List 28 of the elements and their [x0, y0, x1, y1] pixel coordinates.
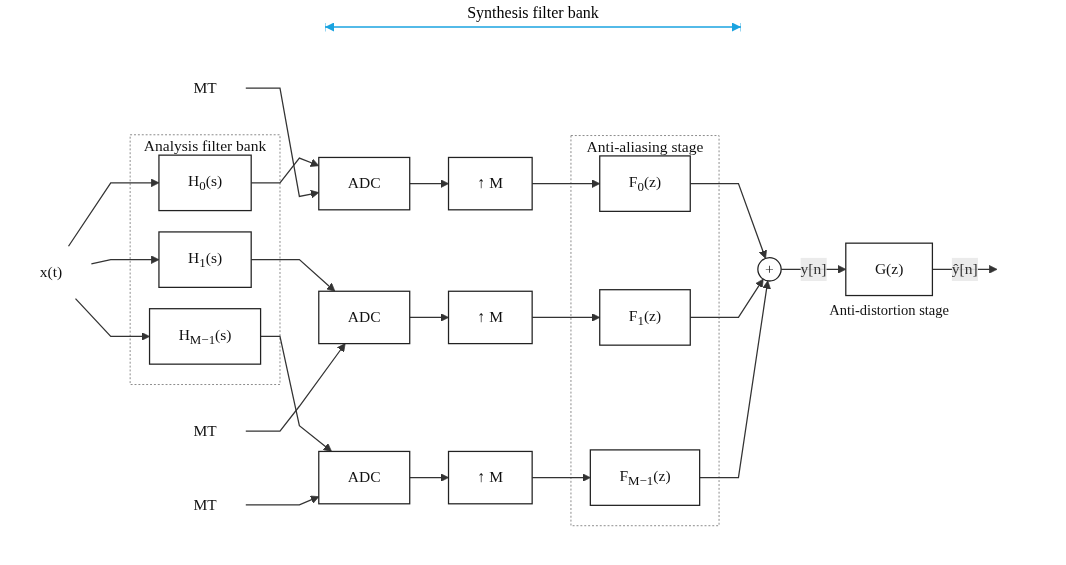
- arrow: [245, 343, 346, 432]
- edge-label: y[n]: [800, 260, 827, 278]
- node-box: ADC: [318, 450, 411, 505]
- node-box: H$_{M−1}$(s): [148, 308, 262, 365]
- arrow: [409, 179, 449, 188]
- node-box: H$_{0}$(s): [158, 154, 252, 212]
- arrow: [409, 313, 449, 322]
- node-box: ADC: [318, 156, 411, 211]
- arrow: [699, 280, 771, 479]
- node-text: MT: [193, 496, 217, 513]
- node-box: G(z): [845, 242, 934, 297]
- section-label: Synthesis filter bank: [467, 4, 599, 22]
- node-text: x(t): [39, 263, 63, 281]
- edge-label: ŷ[n]: [951, 260, 978, 278]
- node-box: F$_{1}$(z): [599, 289, 691, 346]
- arrow: [74, 298, 150, 341]
- node-circle: +: [757, 257, 782, 282]
- node-box: ↑ M: [447, 290, 533, 345]
- node-box: ADC: [318, 290, 411, 345]
- stage-caption: Anti-distortion stage: [829, 301, 950, 318]
- node-box: ↑ M: [447, 156, 533, 211]
- node-text: MT: [193, 422, 217, 439]
- arrow: [409, 473, 449, 482]
- node-box: F$_{M−1}$(z): [589, 449, 701, 506]
- node-box: H$_{1}$(s): [158, 231, 252, 288]
- node-text: MT: [193, 79, 217, 96]
- node-box: ↑ M: [447, 450, 533, 505]
- node-box: F$_{0}$(z): [599, 155, 691, 212]
